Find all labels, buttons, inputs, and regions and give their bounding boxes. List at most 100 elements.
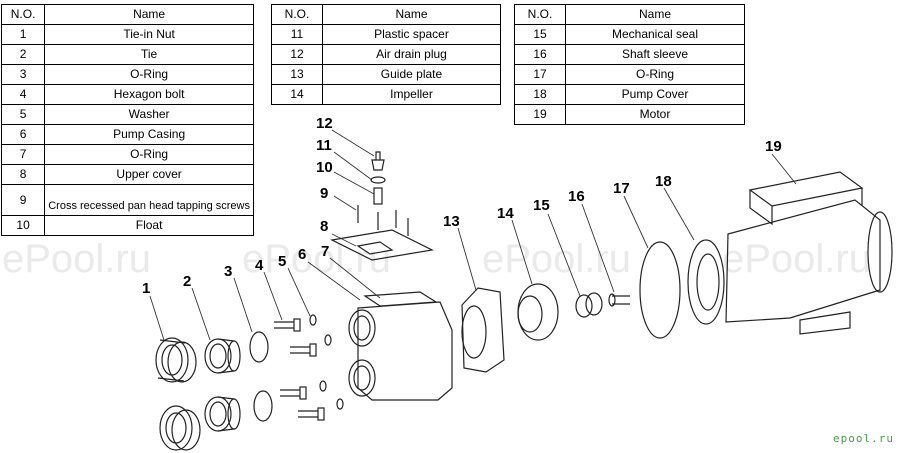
part-name: Pump Cover bbox=[565, 84, 745, 105]
tie-lower bbox=[204, 396, 241, 432]
callout-17: 17 bbox=[613, 180, 630, 197]
column-header-no: N.O. bbox=[271, 4, 323, 25]
part-number: 4 bbox=[0, 84, 46, 105]
callout-19: 19 bbox=[765, 138, 782, 155]
part-number: 19 bbox=[514, 104, 566, 125]
pump-casing bbox=[348, 291, 453, 401]
tie-in-nut-lower bbox=[159, 405, 201, 451]
tie-in-nut-upper bbox=[155, 337, 197, 383]
motor bbox=[725, 171, 893, 335]
air-drain-plug bbox=[371, 151, 385, 171]
callout-18: 18 bbox=[655, 173, 672, 190]
callout-3: 3 bbox=[224, 263, 232, 280]
upper-cover bbox=[330, 229, 434, 261]
callout-14: 14 bbox=[497, 205, 514, 222]
part-name: Tie-in Nut bbox=[44, 24, 254, 45]
plastic-spacer bbox=[370, 176, 386, 184]
part-number: 1 bbox=[0, 24, 46, 45]
callout-2: 2 bbox=[183, 273, 191, 290]
part-name: Shaft sleeve bbox=[565, 44, 745, 65]
part-number: 6 bbox=[0, 124, 46, 145]
column-header-name: Name bbox=[322, 4, 501, 25]
part-number: 3 bbox=[0, 64, 46, 85]
part-number: 13 bbox=[271, 64, 323, 85]
part-number: 11 bbox=[271, 24, 323, 45]
part-number: 16 bbox=[514, 44, 566, 65]
part-name: Pump Casing bbox=[44, 124, 254, 145]
part-name: Tie bbox=[44, 44, 254, 65]
part-name: Impeller bbox=[322, 84, 501, 105]
callout-8: 8 bbox=[320, 218, 328, 235]
table-header-row: N.O. Name bbox=[271, 4, 501, 25]
callout-9: 9 bbox=[320, 185, 328, 202]
part-number: 2 bbox=[0, 44, 46, 65]
part-number: 10 bbox=[0, 215, 46, 236]
o-ring-upper bbox=[249, 331, 269, 363]
pump-cover bbox=[687, 239, 725, 325]
watermark-1: ePool.ru bbox=[2, 237, 151, 281]
part-number: 9 bbox=[0, 184, 46, 216]
part-number: 7 bbox=[0, 144, 46, 165]
watermark-3: ePool.ru bbox=[482, 237, 631, 281]
callout-7: 7 bbox=[321, 243, 329, 260]
guide-plate bbox=[461, 287, 505, 373]
o-ring-large bbox=[639, 241, 681, 339]
part-number: 8 bbox=[0, 164, 46, 185]
part-name: Washer bbox=[44, 104, 254, 125]
float bbox=[373, 187, 383, 205]
part-number: 14 bbox=[271, 84, 323, 105]
brand-mark: epool.ru bbox=[833, 432, 894, 445]
column-header-no: N.O. bbox=[514, 4, 566, 25]
callout-11: 11 bbox=[316, 137, 332, 154]
column-header-name: Name bbox=[565, 4, 745, 25]
callout-15: 15 bbox=[533, 197, 550, 214]
leader-lines bbox=[149, 129, 797, 341]
callout-16: 16 bbox=[568, 188, 585, 205]
column-header-name: Name bbox=[44, 4, 254, 25]
part-number: 12 bbox=[271, 44, 323, 65]
callout-4: 4 bbox=[255, 257, 264, 274]
part-name: Float bbox=[44, 215, 254, 236]
impeller bbox=[517, 283, 559, 341]
part-number: 18 bbox=[514, 84, 566, 105]
part-name: Upper cover bbox=[44, 164, 254, 185]
part-number: 17 bbox=[514, 64, 566, 85]
mechanical-seal bbox=[575, 292, 603, 318]
part-number: 15 bbox=[514, 24, 566, 45]
callout-12: 12 bbox=[316, 115, 333, 132]
washers bbox=[309, 314, 344, 410]
part-name: Motor bbox=[565, 104, 745, 125]
callout-labels: 1 2 3 4 5 6 7 8 9 10 11 12 13 14 15 16 1… bbox=[142, 115, 782, 297]
part-name: O-Ring bbox=[44, 64, 254, 85]
part-name: Hexagon bolt bbox=[44, 84, 254, 105]
part-name: Air drain plug bbox=[322, 44, 501, 65]
callout-5: 5 bbox=[278, 253, 286, 270]
watermark-group: ePool.ru ePool.ru ePool.ru ePool.ru bbox=[2, 237, 871, 281]
table-header-row: N.O. Name bbox=[0, 4, 254, 25]
hexagon-bolts bbox=[274, 318, 325, 421]
callout-13: 13 bbox=[443, 213, 460, 230]
column-header-no: N.O. bbox=[0, 4, 46, 25]
part-name: O-Ring bbox=[565, 64, 745, 85]
part-name: Guide plate bbox=[322, 64, 501, 85]
